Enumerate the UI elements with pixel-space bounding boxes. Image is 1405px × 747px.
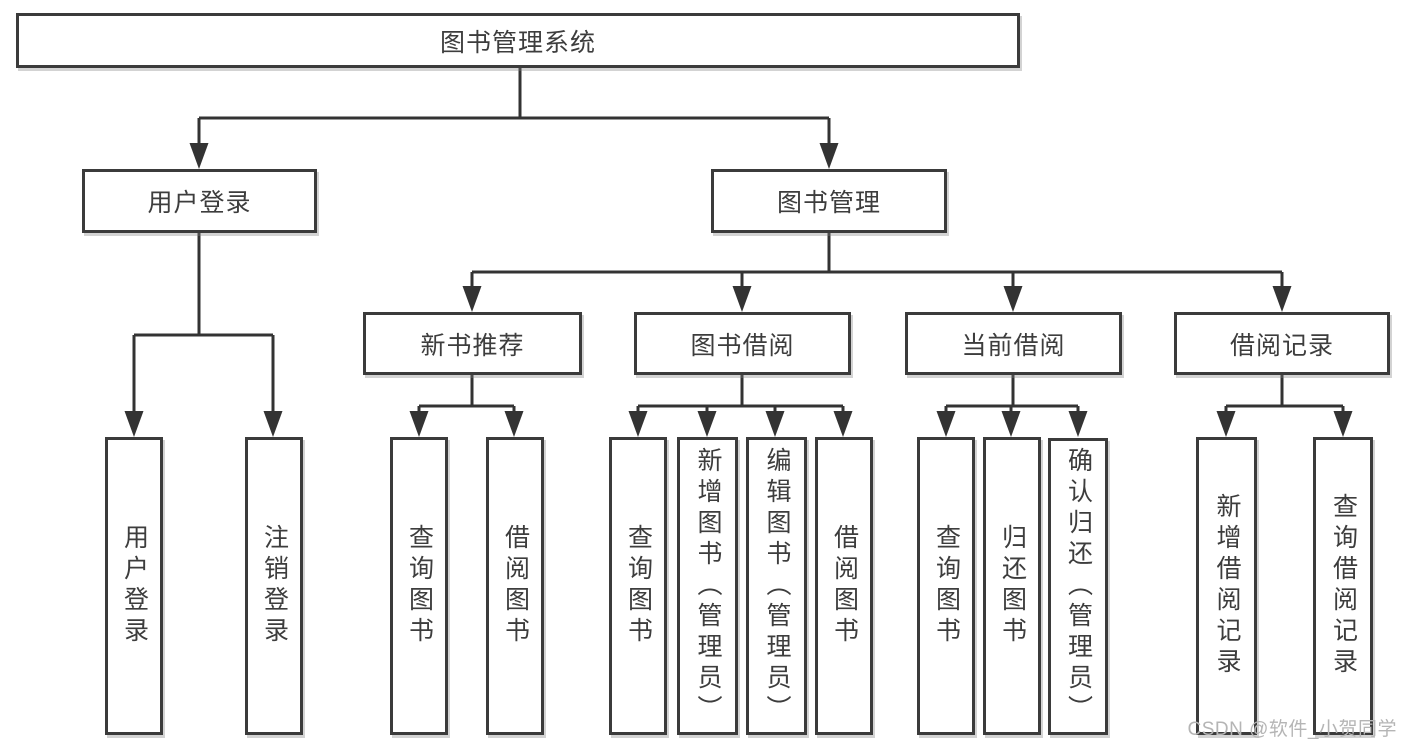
leaf-recommend-borrow-books: 借阅图书 — [486, 437, 544, 735]
csdn-watermark: CSDN @软件_小贺同学 — [1187, 719, 1397, 740]
leaf-confirm-return-admin: 确认归还（管理员） — [1048, 438, 1108, 735]
leaf-add-books-admin: 新增图书（管理员） — [677, 437, 738, 735]
leaf-query-borrow-record: 查询借阅记录 — [1313, 437, 1373, 735]
arrowheads — [124, 143, 1353, 437]
leaf-return-books: 归还图书 — [983, 437, 1041, 735]
node-new-book-recommend: 新书推荐 — [363, 312, 582, 375]
leaf-current-query-books: 查询图书 — [917, 437, 975, 735]
node-root: 图书管理系统 — [16, 13, 1020, 68]
leaf-borrow-books: 借阅图书 — [815, 437, 873, 735]
leaf-user-login: 用户登录 — [105, 437, 163, 735]
node-user-login: 用户登录 — [82, 169, 317, 233]
leaf-recommend-query-books: 查询图书 — [390, 437, 448, 735]
leaf-borrow-query-books: 查询图书 — [609, 437, 667, 735]
leaf-add-borrow-record: 新增借阅记录 — [1196, 437, 1257, 735]
node-borrow-records: 借阅记录 — [1174, 312, 1390, 375]
node-book-borrow: 图书借阅 — [634, 312, 851, 375]
node-book-management: 图书管理 — [711, 169, 947, 233]
leaf-logout: 注销登录 — [245, 437, 303, 735]
leaf-edit-books-admin: 编辑图书（管理员） — [746, 437, 807, 735]
node-current-borrow: 当前借阅 — [905, 312, 1122, 375]
